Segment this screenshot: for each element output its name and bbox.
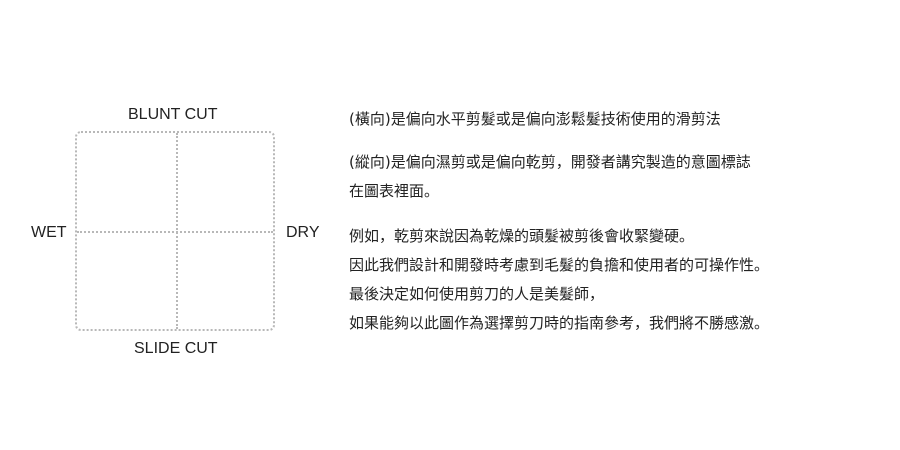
text-line: 如果能夠以此圖作為選擇剪刀時的指南參考，我們將不勝感激。 — [349, 314, 770, 332]
paragraph-explanation: 例如，乾剪來說因為乾燥的頭髮被剪後會收緊變硬。 因此我們設計和開發時考慮到毛髮的… — [349, 222, 889, 338]
description-text: (橫向)是偏向水平剪髮或是偏向澎鬆髮技術使用的滑剪法 (縱向)是偏向濕剪或是偏向… — [349, 105, 889, 338]
text-line: (橫向)是偏向水平剪髮或是偏向澎鬆髮技術使用的滑剪法 — [349, 110, 721, 128]
cut-style-diagram: BLUNT CUT WET DRY SLIDE CUT — [0, 0, 340, 450]
text-line: (縱向)是偏向濕剪或是偏向乾剪，開發者講究製造的意圖標誌 — [349, 153, 751, 171]
text-line: 最後決定如何使用剪刀的人是美髮師， — [349, 285, 605, 303]
quadrant-grid — [75, 131, 275, 331]
text-line: 例如，乾剪來說因為乾燥的頭髮被剪後會收緊變硬。 — [349, 227, 695, 245]
axis-label-wet: WET — [31, 224, 67, 241]
paragraph-horizontal-axis: (橫向)是偏向水平剪髮或是偏向澎鬆髮技術使用的滑剪法 — [349, 105, 889, 134]
axis-label-blunt-cut: BLUNT CUT — [128, 106, 218, 123]
axis-label-dry: DRY — [286, 224, 320, 241]
text-line: 因此我們設計和開發時考慮到毛髮的負擔和使用者的可操作性。 — [349, 256, 770, 274]
paragraph-vertical-axis: (縱向)是偏向濕剪或是偏向乾剪，開發者講究製造的意圖標誌 在圖表裡面。 — [349, 148, 889, 206]
axis-label-slide-cut: SLIDE CUT — [134, 340, 218, 357]
text-line: 在圖表裡面。 — [349, 182, 440, 200]
horizontal-divider — [77, 231, 273, 233]
